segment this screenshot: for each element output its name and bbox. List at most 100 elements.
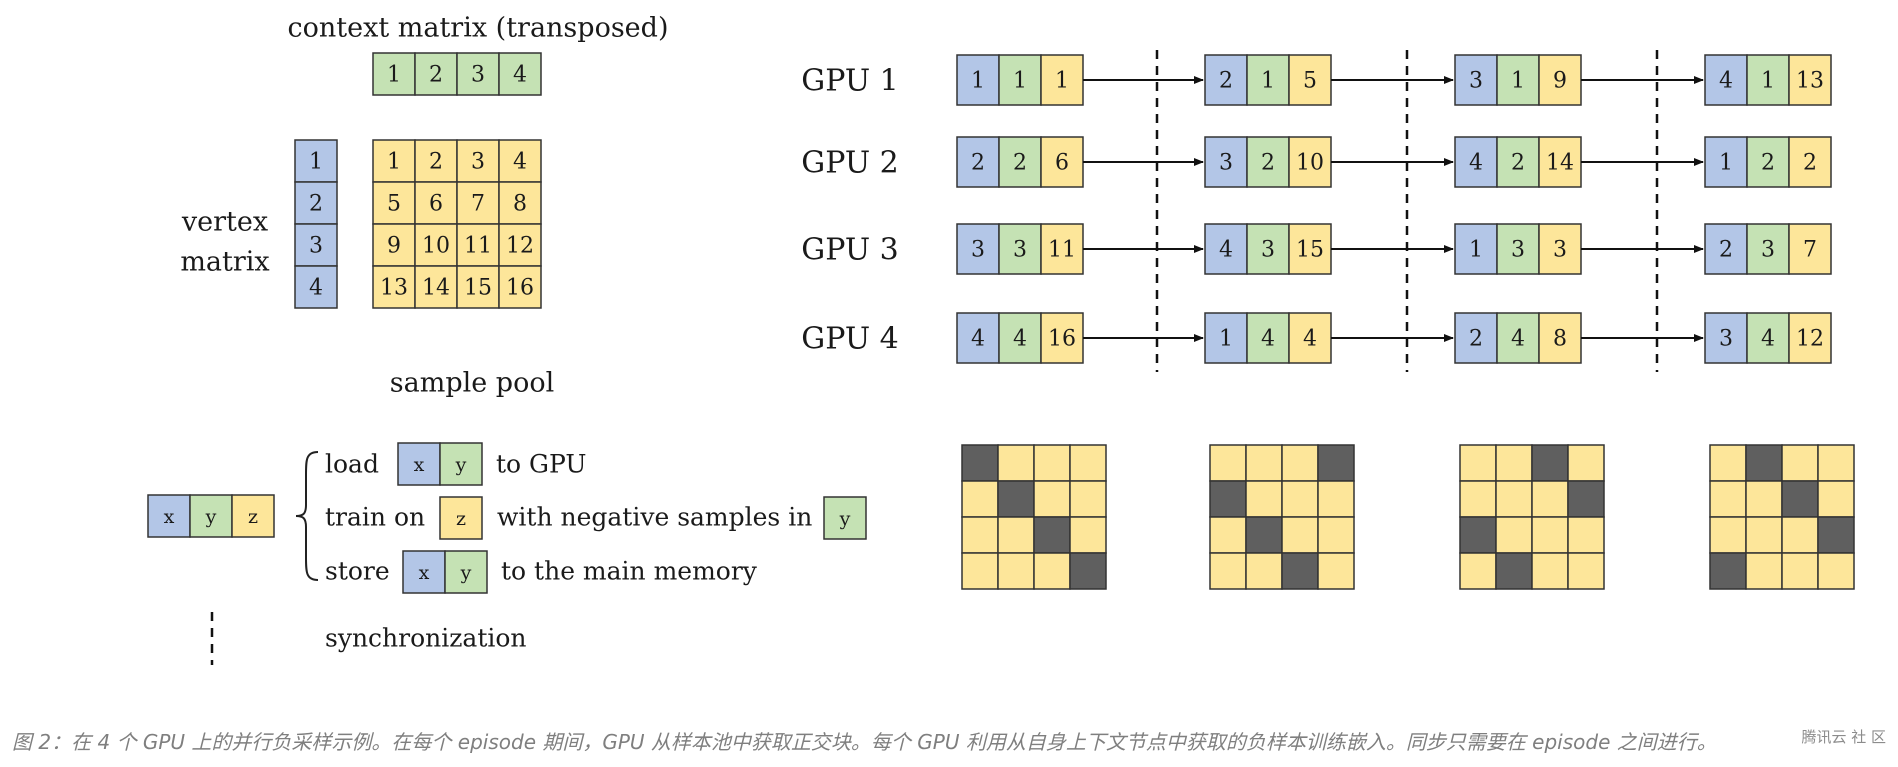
gpu1-step4-cell1 [1704, 54, 1748, 106]
gpu4-step4-cell3-label: 12 [1796, 327, 1824, 352]
gpu3-step3-cell3 [1538, 223, 1582, 275]
gpu2-step3-cell3 [1538, 136, 1582, 188]
gpu1-step1-cell3 [1040, 54, 1084, 106]
gpu3-step4-cell2 [1746, 223, 1790, 275]
gpu3-step1-cell1-label: 3 [971, 238, 985, 263]
legend-load-to-gpu-text: to GPU [496, 450, 586, 479]
context-cell-2-label: 2 [429, 63, 443, 88]
episode1-block-r1c2 [997, 444, 1035, 482]
episode4-block-r4c3 [1781, 552, 1819, 590]
episode4-block-r3c3 [1781, 516, 1819, 554]
gpu3-step4-cell1-label: 2 [1719, 238, 1733, 263]
episode3-block-r1c3 [1531, 444, 1569, 482]
gpu1-step4-cell2-label: 1 [1761, 69, 1775, 94]
episode1-block-r3c2 [997, 516, 1035, 554]
gpu4-step1-cell3 [1040, 312, 1084, 364]
legend-train-text: train on [325, 503, 425, 532]
gpu1-step4-cell2 [1746, 54, 1790, 106]
vertex-matrix-title-line2: matrix [180, 247, 269, 278]
pool-cell-8-label: 8 [513, 192, 527, 217]
gpu4-step4-cell1-label: 3 [1719, 327, 1733, 352]
episode2-block-r4c2 [1245, 552, 1283, 590]
gpu3-step4-cell2-label: 3 [1761, 238, 1775, 263]
gpu4-step3-cell3-label: 8 [1553, 327, 1567, 352]
gpu1-step3-cell2 [1496, 54, 1540, 106]
gpu1-step1-cell1 [956, 54, 1000, 106]
vertex-cell-4 [294, 265, 338, 309]
episode4-block-r3c2 [1745, 516, 1783, 554]
gpu4-step1-cell2-label: 4 [1013, 327, 1027, 352]
legend-load-text: load [325, 450, 379, 479]
gpu4-step1-cell1 [956, 312, 1000, 364]
gpu4-step3-cell2-label: 4 [1511, 327, 1525, 352]
gpu3-step2-cell3-label: 15 [1296, 238, 1324, 263]
episode3-block-r3c2 [1495, 516, 1533, 554]
gpu4-step1-cell1-label: 4 [971, 327, 985, 352]
episode2-block-r1c2 [1245, 444, 1283, 482]
episode3-block-r2c1 [1459, 480, 1497, 518]
legend-triple-x [147, 494, 191, 538]
episode3-block-r4c4 [1567, 552, 1605, 590]
episode4-block-r2c4 [1817, 480, 1855, 518]
episode1-block-r4c4 [1069, 552, 1107, 590]
pool-cell-5-label: 5 [387, 192, 401, 217]
gpu2-step4-cell2-label: 2 [1761, 151, 1775, 176]
episode4-block-r2c1 [1709, 480, 1747, 518]
gpu2-step2-cell3-label: 10 [1296, 151, 1324, 176]
pool-cell-3-label: 3 [471, 150, 485, 175]
episode1-block-r2c2 [997, 480, 1035, 518]
legend-load-y [439, 442, 483, 486]
gpu3-step1-cell2-label: 3 [1013, 238, 1027, 263]
gpu-label-3: GPU 3 [801, 233, 899, 268]
vertex-cell-2 [294, 181, 338, 225]
legend-triple-z [231, 494, 275, 538]
episode3-block-r1c2 [1495, 444, 1533, 482]
legend-load-x-label: x [414, 454, 425, 476]
pool-cell-2-label: 2 [429, 150, 443, 175]
vertex-matrix-title-line1: vertex [181, 207, 268, 238]
episode3-block-r4c3 [1531, 552, 1569, 590]
pool-cell-10-label: 10 [422, 234, 450, 259]
gpu3-step2-cell3 [1288, 223, 1332, 275]
pool-cell-1-label: 1 [387, 150, 401, 175]
gpu-label-4: GPU 4 [801, 322, 899, 357]
gpu4-step4-cell2-label: 4 [1761, 327, 1775, 352]
episode4-block-r1c2 [1745, 444, 1783, 482]
legend-train-z-label: z [456, 508, 466, 530]
episode2-block-r1c1 [1209, 444, 1247, 482]
pool-cell-12-label: 12 [506, 234, 534, 259]
vertex-cell-3-label: 3 [309, 234, 323, 259]
pool-cell-15 [456, 265, 500, 309]
legend-store-y-label: y [460, 562, 472, 584]
gpu3-step3-cell3-label: 3 [1553, 238, 1567, 263]
episode3-block-r3c1 [1459, 516, 1497, 554]
gpu1-step2-cell1-label: 2 [1219, 69, 1233, 94]
gpu3-step3-cell2 [1496, 223, 1540, 275]
gpu4-step3-cell1-label: 2 [1469, 327, 1483, 352]
legend-store-x-label: x [419, 562, 430, 584]
pool-cell-11-label: 11 [464, 234, 492, 259]
gpu4-step2-cell3-label: 4 [1303, 327, 1317, 352]
gpu2-step4-cell3-label: 2 [1803, 151, 1817, 176]
context-cell-4 [498, 52, 542, 96]
gpu4-step3-cell2 [1496, 312, 1540, 364]
episode3-block-r4c2 [1495, 552, 1533, 590]
gpu3-step2-cell2-label: 3 [1261, 238, 1275, 263]
gpu3-step2-cell2 [1246, 223, 1290, 275]
gpu1-step3-cell3-label: 9 [1553, 69, 1567, 94]
pool-cell-13 [372, 265, 416, 309]
gpu1-step1-cell2 [998, 54, 1042, 106]
gpu2-step2-cell1-label: 3 [1219, 151, 1233, 176]
episode4-block-r4c4 [1817, 552, 1855, 590]
episode2-block-r1c4 [1317, 444, 1355, 482]
legend-triple-y-label: y [205, 506, 217, 528]
vertex-cell-2-label: 2 [309, 192, 323, 217]
episode2-block-r3c1 [1209, 516, 1247, 554]
legend-triple-z-label: z [248, 506, 258, 528]
episode2-block-r4c3 [1281, 552, 1319, 590]
episode3-block-r2c4 [1567, 480, 1605, 518]
pool-cell-2 [414, 139, 458, 183]
pool-cell-4 [498, 139, 542, 183]
gpu2-step1-cell1-label: 2 [971, 151, 985, 176]
episode1-block-r4c2 [997, 552, 1035, 590]
